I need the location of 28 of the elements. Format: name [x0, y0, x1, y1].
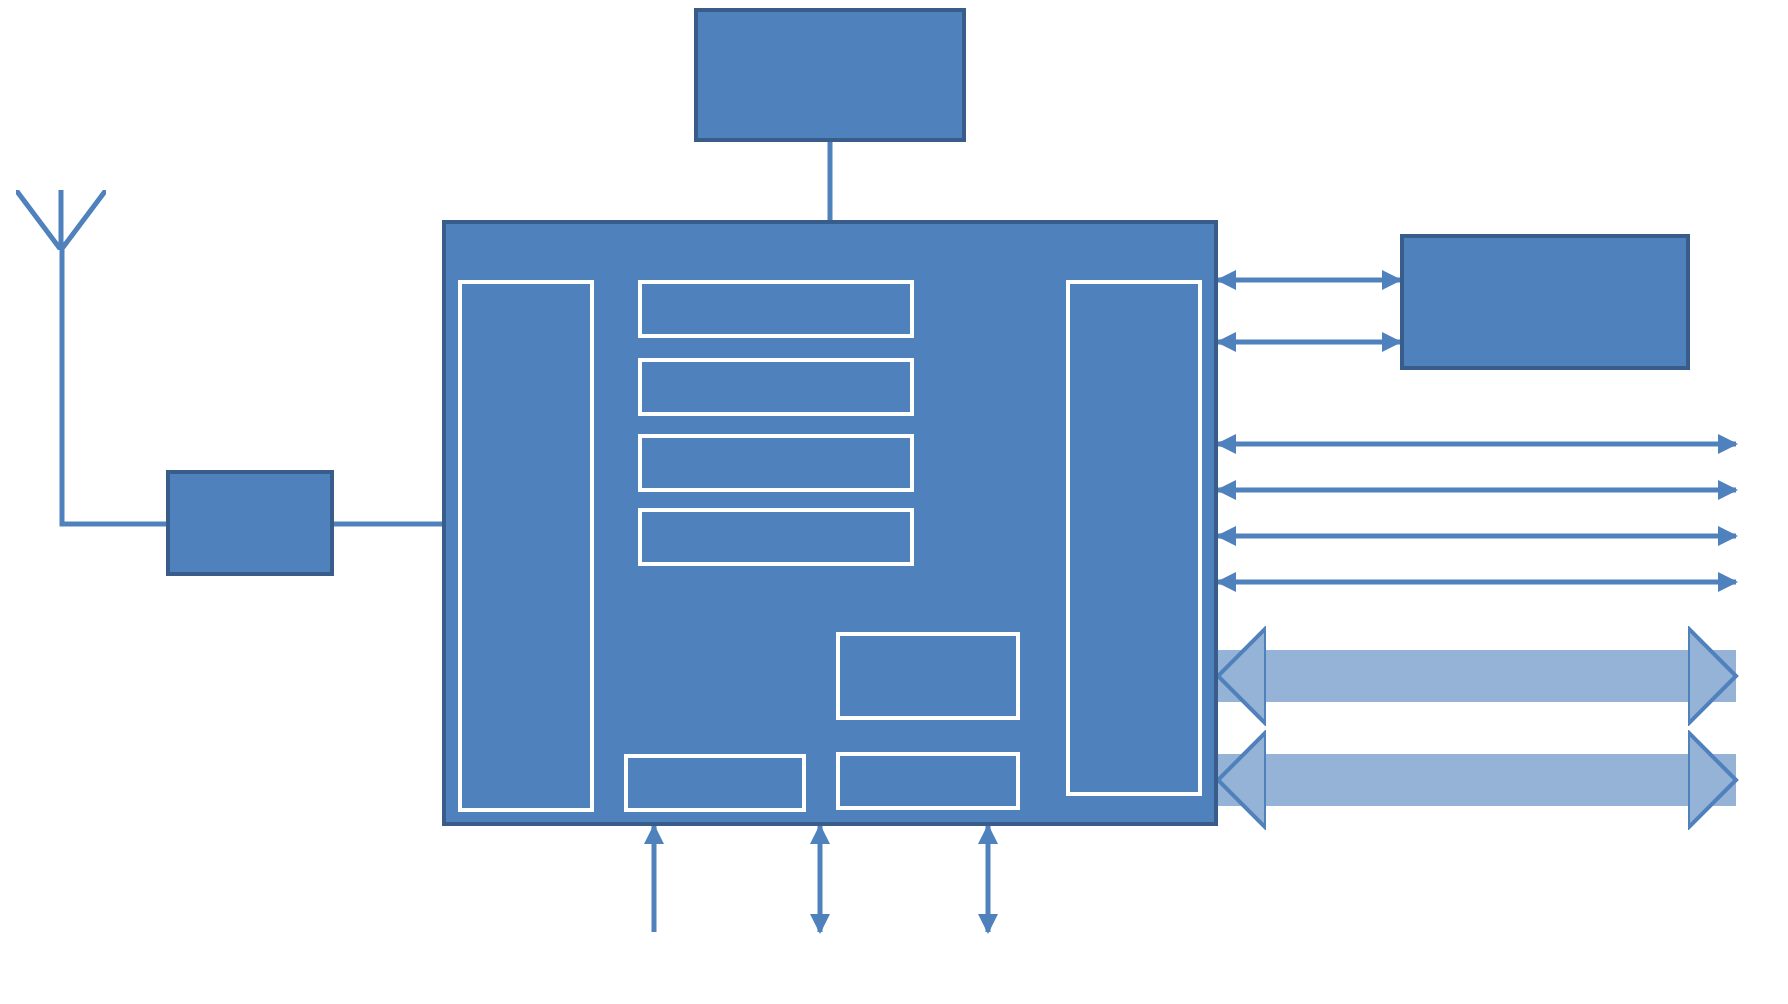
connector-line: [827, 142, 833, 220]
inner-block: [638, 508, 914, 566]
antenna-symbol: [16, 190, 106, 250]
inner-block: [836, 632, 1020, 720]
arrow: [644, 824, 664, 932]
double-arrow: [1216, 434, 1738, 454]
block-box: [166, 470, 334, 576]
double-block-arrow: [1216, 626, 1738, 726]
block-box: [442, 220, 1218, 826]
double-arrow: [810, 824, 830, 934]
inner-block: [836, 752, 1020, 810]
inner-block: [1066, 280, 1202, 796]
block-box: [1400, 234, 1690, 370]
double-arrow: [1216, 572, 1738, 592]
connector-line: [334, 521, 442, 527]
double-arrow: [1216, 480, 1738, 500]
inner-block: [638, 358, 914, 416]
double-arrow: [978, 824, 998, 934]
double-arrow: [1216, 526, 1738, 546]
block-box: [694, 8, 966, 142]
inner-block: [458, 280, 594, 812]
double-block-arrow: [1216, 730, 1738, 830]
inner-block: [638, 280, 914, 338]
inner-block: [638, 434, 914, 492]
connector-line: [59, 250, 166, 527]
inner-block: [624, 754, 806, 812]
double-arrow: [1216, 332, 1402, 352]
double-arrow: [1216, 270, 1402, 290]
